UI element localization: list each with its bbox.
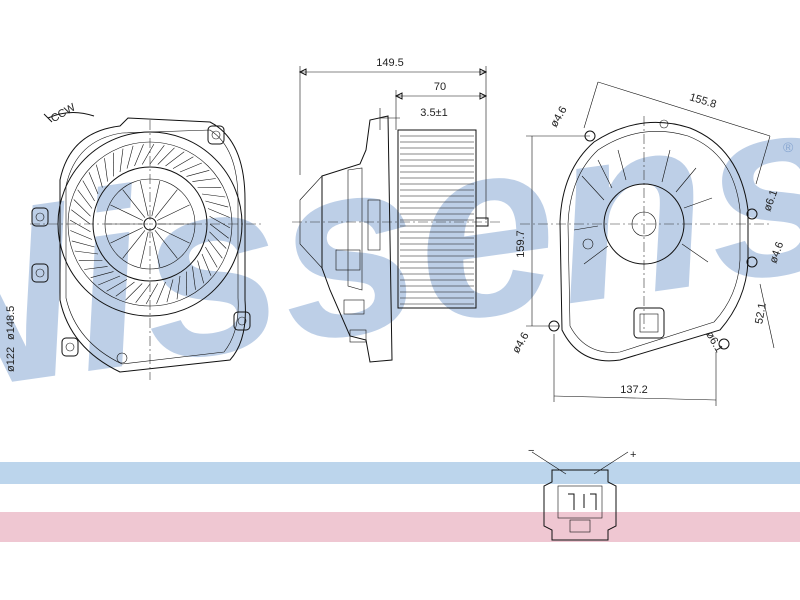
blue-band — [0, 462, 800, 484]
rotation-arrow-icon — [47, 112, 95, 119]
connector-detail: − + — [528, 445, 636, 541]
rear-housing — [559, 121, 749, 362]
offset-right-label: 52.1 — [753, 302, 769, 325]
blade-ring — [69, 143, 231, 305]
connector-minus-label: − — [528, 445, 534, 457]
registered-mark: ® — [783, 139, 794, 155]
side-view: 149.5 70 3.5±1 — [292, 57, 500, 363]
diameter-outer-label: ø148.5 — [5, 306, 17, 340]
connector-plus-label: + — [630, 449, 636, 461]
offset-label: 3.5±1 — [420, 107, 447, 119]
front-mount-lugs — [31, 125, 251, 364]
width-bottom-label: 137.2 — [620, 384, 648, 396]
overall-length-label: 149.5 — [376, 57, 404, 69]
rear-mount-holes — [548, 119, 758, 350]
rear-connector — [633, 307, 665, 339]
connector-body — [543, 469, 617, 541]
rear-view: 155.8 159.7 137.2 52.1 — [510, 81, 786, 406]
watermark-logo: Nissens — [0, 39, 800, 449]
rotation-label: CCW — [49, 101, 78, 125]
rear-motor — [603, 183, 685, 265]
fan-wheel-fins — [400, 135, 474, 305]
wheel-width-label: 70 — [434, 81, 446, 93]
height-label: 159.7 — [515, 230, 527, 258]
motor-body — [321, 115, 393, 363]
fan-scroll — [57, 131, 243, 317]
hub-spokes — [106, 181, 194, 267]
diameter-inner-label: ø122 — [5, 347, 17, 372]
front-housing — [59, 117, 246, 373]
pink-band — [0, 512, 800, 542]
